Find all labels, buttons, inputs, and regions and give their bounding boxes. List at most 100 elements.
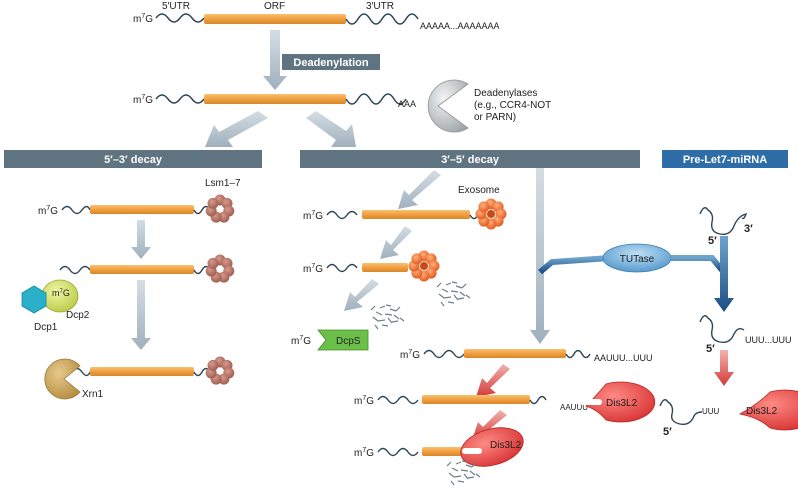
dcp1-enzyme [21,285,47,314]
utr5-line [377,395,419,405]
prelet7-hairpin: 5′ 3′ [699,207,753,247]
arrow-to-3-5-decay [306,111,356,147]
step-arrow [131,280,151,350]
decay-3-5-banner [300,150,640,168]
aauuu-tail: AAUUU...UUU [594,353,653,363]
orf-bar [90,367,194,376]
aauuu-short-tail: AAUUU [560,403,588,412]
deadenylation-banner [282,54,380,70]
utr3-line [529,395,547,405]
tutase-label: TUTase [620,254,655,265]
orf-bar [90,265,194,274]
cap-m7g: m7G [354,395,374,407]
dis3l2-enzyme [738,389,798,431]
orf-bar [422,395,530,404]
orf-label: ORF [264,1,285,12]
exosome-step1: m7G Exosome [303,185,507,230]
rna-fragments [370,304,405,330]
orf-bar [90,205,194,214]
short-polya: AAA [398,99,416,109]
dis3l2-channel [580,399,602,405]
arrow-to-uridylation [530,168,550,344]
decay-5-3-step2 [59,254,235,283]
removed-cap: m7G [52,288,70,298]
prelet7-title: Pre-Let7-miRNA [683,154,767,166]
arrow-to-dis3l2-prelet7 [714,350,734,386]
orf-bar [362,263,408,272]
exosome-step2: m7G [303,250,471,307]
step-arrow [344,279,379,311]
orf-bar [204,94,346,104]
polya-tail: AAAAA...AAAAAAA [420,21,500,31]
prelet7-banner [662,150,788,168]
deadenylases-example: (e.g., CCR4-NOT [474,100,551,111]
deadenylation-arrow [263,30,287,90]
dcp2-enzyme [41,279,79,313]
tutase-connector [538,255,611,275]
cap-m7g: m7G [133,13,153,25]
dis3l2-label: Dis3L2 [606,398,638,409]
five-prime-label: 5′ [708,235,717,247]
deadenylases-example-cont: or PARN) [474,112,516,123]
rna-fragments [446,460,481,486]
arrow-to-5-3-decay [205,111,268,147]
cap-m7g: m7G [354,447,374,459]
dcps-enzyme [317,329,369,351]
utr5-line [155,13,205,23]
orf-bar [204,14,346,24]
dis3l2-enzyme [460,427,524,467]
rna-fragments [436,281,471,307]
decay-5-3-title: 5′–3′ decay [104,154,163,166]
cap-m7g: m7G [38,205,58,217]
lsm-label: Lsm1–7 [205,178,241,189]
dcp2-label: Dcp2 [66,310,90,321]
dis3l2-step2: m7G Dis3L2 [354,427,524,486]
orf-bar [422,447,462,456]
utr5-line [155,94,205,104]
decapping-complex: m7G Dcp2 Dcp1 [21,279,90,333]
dis3l2-channel [462,448,482,454]
uuu-short-tail: UUU [702,407,720,416]
three-prime-label: 3′ [744,223,753,235]
arrow-to-uridylated [714,236,734,312]
cap-m7g: m7G [400,349,420,361]
utr5-line [423,349,465,359]
orf-bar [362,210,470,219]
deadenylase-enzyme [427,79,469,133]
utr3-line [345,13,419,25]
dcp1-label: Dcp1 [34,322,58,333]
lsm1-7-complex [205,254,235,283]
exosome-complex [408,250,440,282]
dis3l2-step1: m7G AAUUU Dis3L2 [354,381,656,423]
exosome-complex [475,198,507,230]
arrow-to-exosome [398,170,441,209]
xrn1-enzyme [44,358,81,400]
lsm1-7-complex [205,356,235,385]
prelet7-uridylated: 5′ UUU...UUU [699,315,792,355]
deadenylated-mrna: m7G AAA [133,93,416,109]
decay-5-3-step1: m7G Lsm1–7 [38,178,241,223]
cap-m7g: m7G [303,210,323,222]
intact-mrna: m7G 5′UTR ORF 3′UTR AAAAA...AAAAAAA [133,1,500,31]
step-arrow [131,220,151,259]
decay-5-3-banner [4,150,262,168]
cap-m7g: m7G [291,335,311,347]
orf-bar [464,349,566,358]
five-prime-label: 5′ [706,343,715,355]
dcps-label: DcpS [336,336,361,347]
utr3-line [565,349,591,359]
deadenylation-label: Deadenylation [293,57,368,69]
deadenylases-label: Deadenylases [474,88,537,99]
xrn1-label: Xrn1 [82,389,104,400]
cap-m7g: m7G [303,263,323,275]
utr5-line [326,210,358,220]
dis3l2-label: Dis3L2 [746,406,778,417]
prelet7-degradation: 5′ UUU Dis3L2 [659,389,798,438]
step-arrow [380,226,412,259]
utr3-line [345,93,407,105]
dis3l2-label: Dis3L2 [490,440,522,451]
exosome-label: Exosome [458,185,500,196]
lsm1-7-complex [205,194,235,223]
